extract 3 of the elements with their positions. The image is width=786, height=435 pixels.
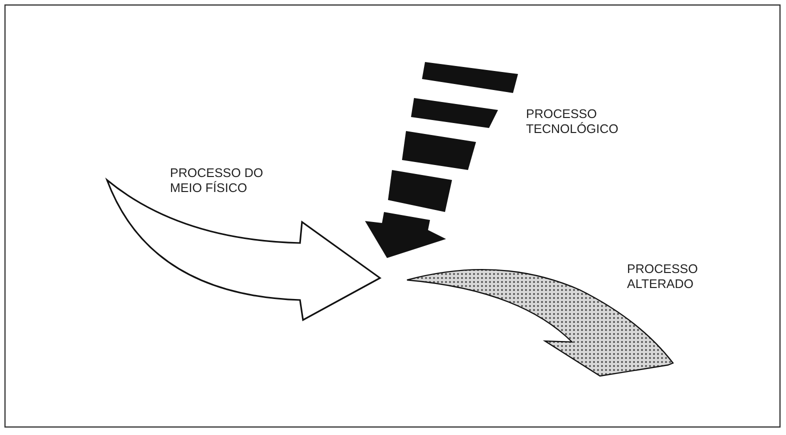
process-label: PROCESSO ALTERADO	[627, 262, 699, 292]
process-label: PROCESSO TECNOLÓGICO	[526, 107, 620, 137]
process-label: PROCESSO DO MEIO FÍSICO	[170, 166, 264, 196]
